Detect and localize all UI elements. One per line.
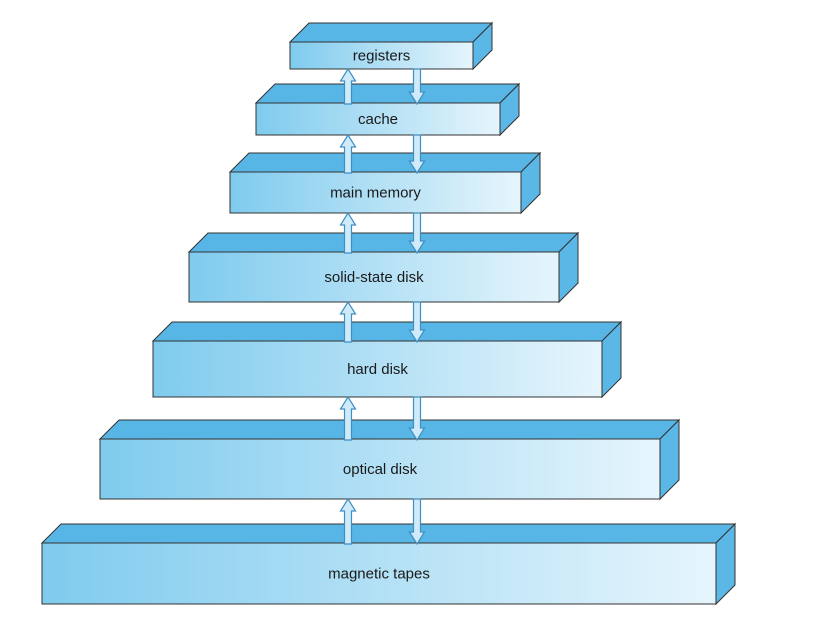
level-front-face bbox=[41, 542, 717, 605]
arrow-up-to-solid-state-disk bbox=[339, 300, 357, 343]
level-box-magnetic-tapes: magnetic tapes bbox=[40, 522, 737, 606]
level-box-cache: cache bbox=[254, 82, 521, 137]
arrow-up-to-registers bbox=[339, 67, 357, 105]
hierarchy-arrows bbox=[339, 67, 426, 546]
arrow-up-to-cache bbox=[339, 133, 357, 174]
arrow-down-to-cache bbox=[408, 68, 426, 106]
level-box-registers: registers bbox=[288, 21, 494, 71]
arrow-up-to-hard-disk bbox=[339, 395, 357, 441]
level-label-main-memory: main memory bbox=[330, 185, 421, 202]
level-label-registers: registers bbox=[353, 48, 411, 65]
arrow-down-to-magnetic-tapes bbox=[408, 498, 426, 546]
arrow-down-to-main-memory bbox=[408, 134, 426, 175]
level-top-face bbox=[40, 523, 737, 544]
level-label-solid-state-disk: solid-state disk bbox=[324, 269, 424, 286]
level-label-magnetic-tapes: magnetic tapes bbox=[328, 566, 430, 583]
level-top-face bbox=[288, 22, 494, 43]
level-top-face bbox=[254, 83, 521, 104]
level-top-face bbox=[151, 321, 623, 342]
level-front-face bbox=[152, 340, 603, 398]
level-box-optical-disk: optical disk bbox=[98, 418, 681, 501]
level-label-optical-disk: optical disk bbox=[343, 461, 418, 478]
arrow-up-to-optical-disk bbox=[339, 497, 357, 545]
level-box-solid-state-disk: solid-state disk bbox=[187, 231, 580, 304]
level-box-hard-disk: hard disk bbox=[151, 320, 623, 399]
level-label-cache: cache bbox=[358, 111, 398, 128]
level-front-face bbox=[289, 41, 474, 70]
arrow-down-to-solid-state-disk bbox=[408, 212, 426, 255]
level-front-face bbox=[188, 251, 560, 303]
arrow-down-to-optical-disk bbox=[408, 396, 426, 442]
arrow-up-to-main-memory bbox=[339, 211, 357, 254]
level-top-face bbox=[98, 419, 681, 440]
hierarchy-boxes: registers cache main memory solid-state dis… bbox=[40, 21, 737, 606]
level-front-face bbox=[255, 102, 501, 136]
level-top-face bbox=[187, 232, 580, 253]
level-front-face bbox=[99, 438, 661, 500]
level-top-face bbox=[228, 152, 542, 173]
level-label-hard-disk: hard disk bbox=[347, 361, 408, 378]
level-box-main-memory: main memory bbox=[228, 151, 542, 215]
level-front-face bbox=[229, 171, 522, 214]
arrow-down-to-hard-disk bbox=[408, 301, 426, 344]
